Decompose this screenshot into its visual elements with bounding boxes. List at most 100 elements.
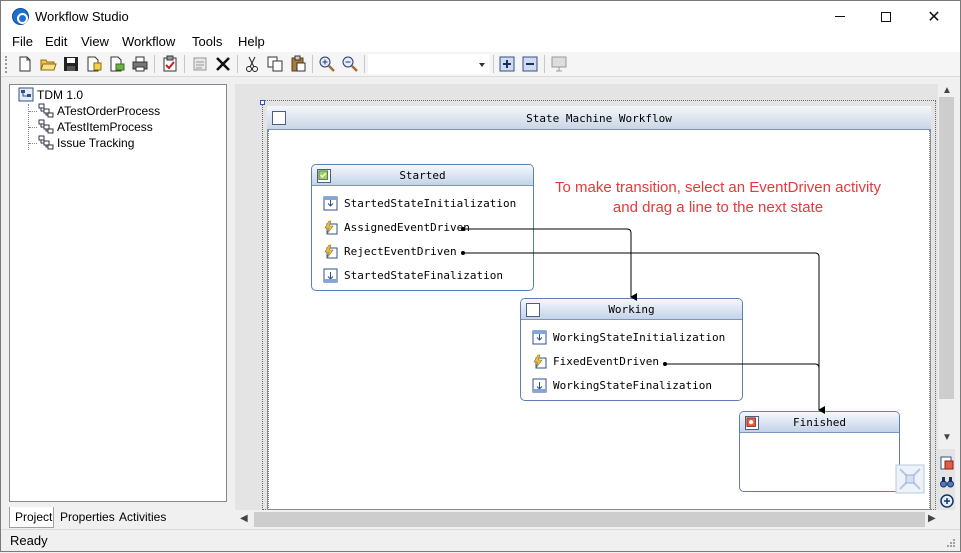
title-bar: Workflow Studio ✕ bbox=[1, 1, 960, 32]
workflow-body-outline bbox=[268, 130, 930, 510]
event-driven-icon bbox=[533, 354, 547, 369]
workflow-icon bbox=[38, 135, 54, 150]
menu-tools[interactable]: Tools bbox=[192, 34, 223, 49]
zoom-dropdown[interactable] bbox=[368, 54, 489, 74]
event-driven-icon bbox=[324, 244, 338, 259]
state-started[interactable]: Started StartedStateInitialization Assig… bbox=[311, 164, 534, 291]
tree-item-label: Issue Tracking bbox=[57, 135, 135, 150]
scroll-up-icon[interactable]: ▲ bbox=[942, 85, 952, 96]
tree-item[interactable]: ATestOrderProcess bbox=[38, 103, 160, 118]
menu-view[interactable]: View bbox=[81, 34, 109, 49]
toolbar-separator bbox=[154, 55, 155, 73]
collapse-icon[interactable] bbox=[521, 55, 539, 73]
tree-connector bbox=[29, 143, 37, 144]
maximize-icon bbox=[881, 11, 891, 22]
find-icon[interactable] bbox=[939, 474, 955, 490]
maximize-button[interactable] bbox=[863, 1, 909, 32]
activity-label: AssignedEventDriven bbox=[344, 221, 470, 234]
properties-icon[interactable] bbox=[191, 55, 209, 73]
scroll-down-icon[interactable]: ▼ bbox=[942, 432, 952, 443]
scroll-left-icon[interactable]: ◀ bbox=[240, 513, 248, 524]
cut-icon[interactable] bbox=[243, 55, 261, 73]
copy-page-icon[interactable] bbox=[85, 55, 103, 73]
print-icon[interactable] bbox=[131, 55, 149, 73]
tree-connector bbox=[28, 104, 38, 150]
print-preview-icon[interactable] bbox=[939, 455, 955, 471]
open-folder-icon[interactable] bbox=[39, 55, 57, 73]
zoom-icon[interactable] bbox=[939, 493, 955, 509]
activity-event-driven[interactable]: AssignedEventDriven bbox=[323, 220, 470, 235]
activity-finalization[interactable]: StartedStateFinalization bbox=[323, 268, 503, 283]
menu-help[interactable]: Help bbox=[238, 34, 265, 49]
activity-label: RejectEventDriven bbox=[344, 245, 457, 258]
tab-activities[interactable]: Activities bbox=[119, 510, 167, 524]
paste-icon[interactable] bbox=[289, 55, 307, 73]
state-title: Working bbox=[608, 303, 655, 316]
workflow-icon bbox=[38, 119, 54, 134]
tree-item-label: ATestItemProcess bbox=[57, 119, 153, 134]
selection-handle[interactable] bbox=[260, 100, 265, 105]
vertical-scroll-thumb[interactable] bbox=[939, 97, 954, 399]
status-bar: Ready bbox=[1, 529, 960, 551]
state-finished[interactable]: Finished bbox=[739, 411, 900, 492]
state-working[interactable]: Working WorkingStateInitialization Fixed… bbox=[520, 298, 743, 401]
state-initialization-icon bbox=[323, 196, 338, 211]
transition-assigned-to-working[interactable] bbox=[461, 227, 637, 301]
transition-fixed-to-finished[interactable] bbox=[663, 362, 820, 369]
workflow-header[interactable]: State Machine Workflow bbox=[267, 106, 931, 130]
chevron-down-icon bbox=[479, 63, 485, 67]
copy-icon[interactable] bbox=[266, 55, 284, 73]
state-header[interactable]: Finished bbox=[740, 412, 899, 433]
activity-label: WorkingStateInitialization bbox=[553, 331, 726, 344]
activity-event-driven[interactable]: RejectEventDriven bbox=[323, 244, 457, 259]
resize-grip-icon[interactable] bbox=[946, 538, 956, 548]
tab-project[interactable]: Project bbox=[9, 507, 54, 528]
check-icon[interactable] bbox=[161, 55, 179, 73]
state-header[interactable]: Working bbox=[521, 299, 742, 320]
save-icon[interactable] bbox=[62, 55, 80, 73]
monitor-icon bbox=[551, 56, 567, 72]
state-icon bbox=[526, 303, 540, 317]
activity-label: WorkingStateFinalization bbox=[553, 379, 712, 392]
tree-root-label: TDM 1.0 bbox=[37, 87, 84, 102]
event-driven-icon bbox=[324, 220, 338, 235]
state-finalization-icon bbox=[532, 378, 547, 393]
activity-initialization[interactable]: StartedStateInitialization bbox=[323, 196, 516, 211]
state-header[interactable]: Started bbox=[312, 165, 533, 186]
status-text: Ready bbox=[10, 533, 48, 548]
toolbar-separator bbox=[493, 55, 494, 73]
workflow-icon bbox=[272, 111, 286, 125]
zoom-out-icon[interactable] bbox=[341, 55, 359, 73]
new-file-icon[interactable] bbox=[16, 55, 34, 73]
initial-state-icon bbox=[317, 169, 331, 183]
state-finalization-icon bbox=[323, 268, 338, 283]
app-logo-icon bbox=[12, 8, 29, 25]
horizontal-scroll-thumb[interactable] bbox=[254, 512, 925, 527]
pan-navigator-icon[interactable] bbox=[894, 463, 926, 495]
paste-page-icon[interactable] bbox=[108, 55, 126, 73]
window-title: Workflow Studio bbox=[35, 9, 129, 24]
activity-initialization[interactable]: WorkingStateInitialization bbox=[532, 330, 725, 345]
menu-file[interactable]: File bbox=[12, 34, 33, 49]
workflow-icon bbox=[38, 103, 54, 118]
menu-workflow[interactable]: Workflow bbox=[122, 34, 176, 49]
activity-finalization[interactable]: WorkingStateFinalization bbox=[532, 378, 712, 393]
scroll-right-icon[interactable]: ▶ bbox=[928, 513, 936, 524]
tab-properties[interactable]: Properties bbox=[60, 510, 115, 524]
zoom-in-icon[interactable] bbox=[318, 55, 336, 73]
activity-event-driven[interactable]: FixedEventDriven bbox=[532, 354, 659, 369]
menu-edit[interactable]: Edit bbox=[45, 34, 68, 49]
minimize-button[interactable] bbox=[817, 1, 863, 32]
toolbar-separator bbox=[364, 55, 365, 73]
toolbar-grip[interactable] bbox=[5, 56, 8, 73]
close-button[interactable]: ✕ bbox=[911, 1, 957, 32]
tree-item[interactable]: ATestItemProcess bbox=[38, 119, 153, 134]
transition-reject-to-finished[interactable] bbox=[461, 251, 825, 414]
expand-icon[interactable] bbox=[498, 55, 516, 73]
delete-icon[interactable] bbox=[214, 55, 232, 73]
tree-root[interactable]: TDM 1.0 bbox=[18, 87, 83, 102]
tree-item[interactable]: Issue Tracking bbox=[38, 135, 134, 150]
project-tree bbox=[9, 84, 227, 502]
project-icon bbox=[18, 87, 34, 102]
minimize-icon bbox=[835, 16, 845, 17]
